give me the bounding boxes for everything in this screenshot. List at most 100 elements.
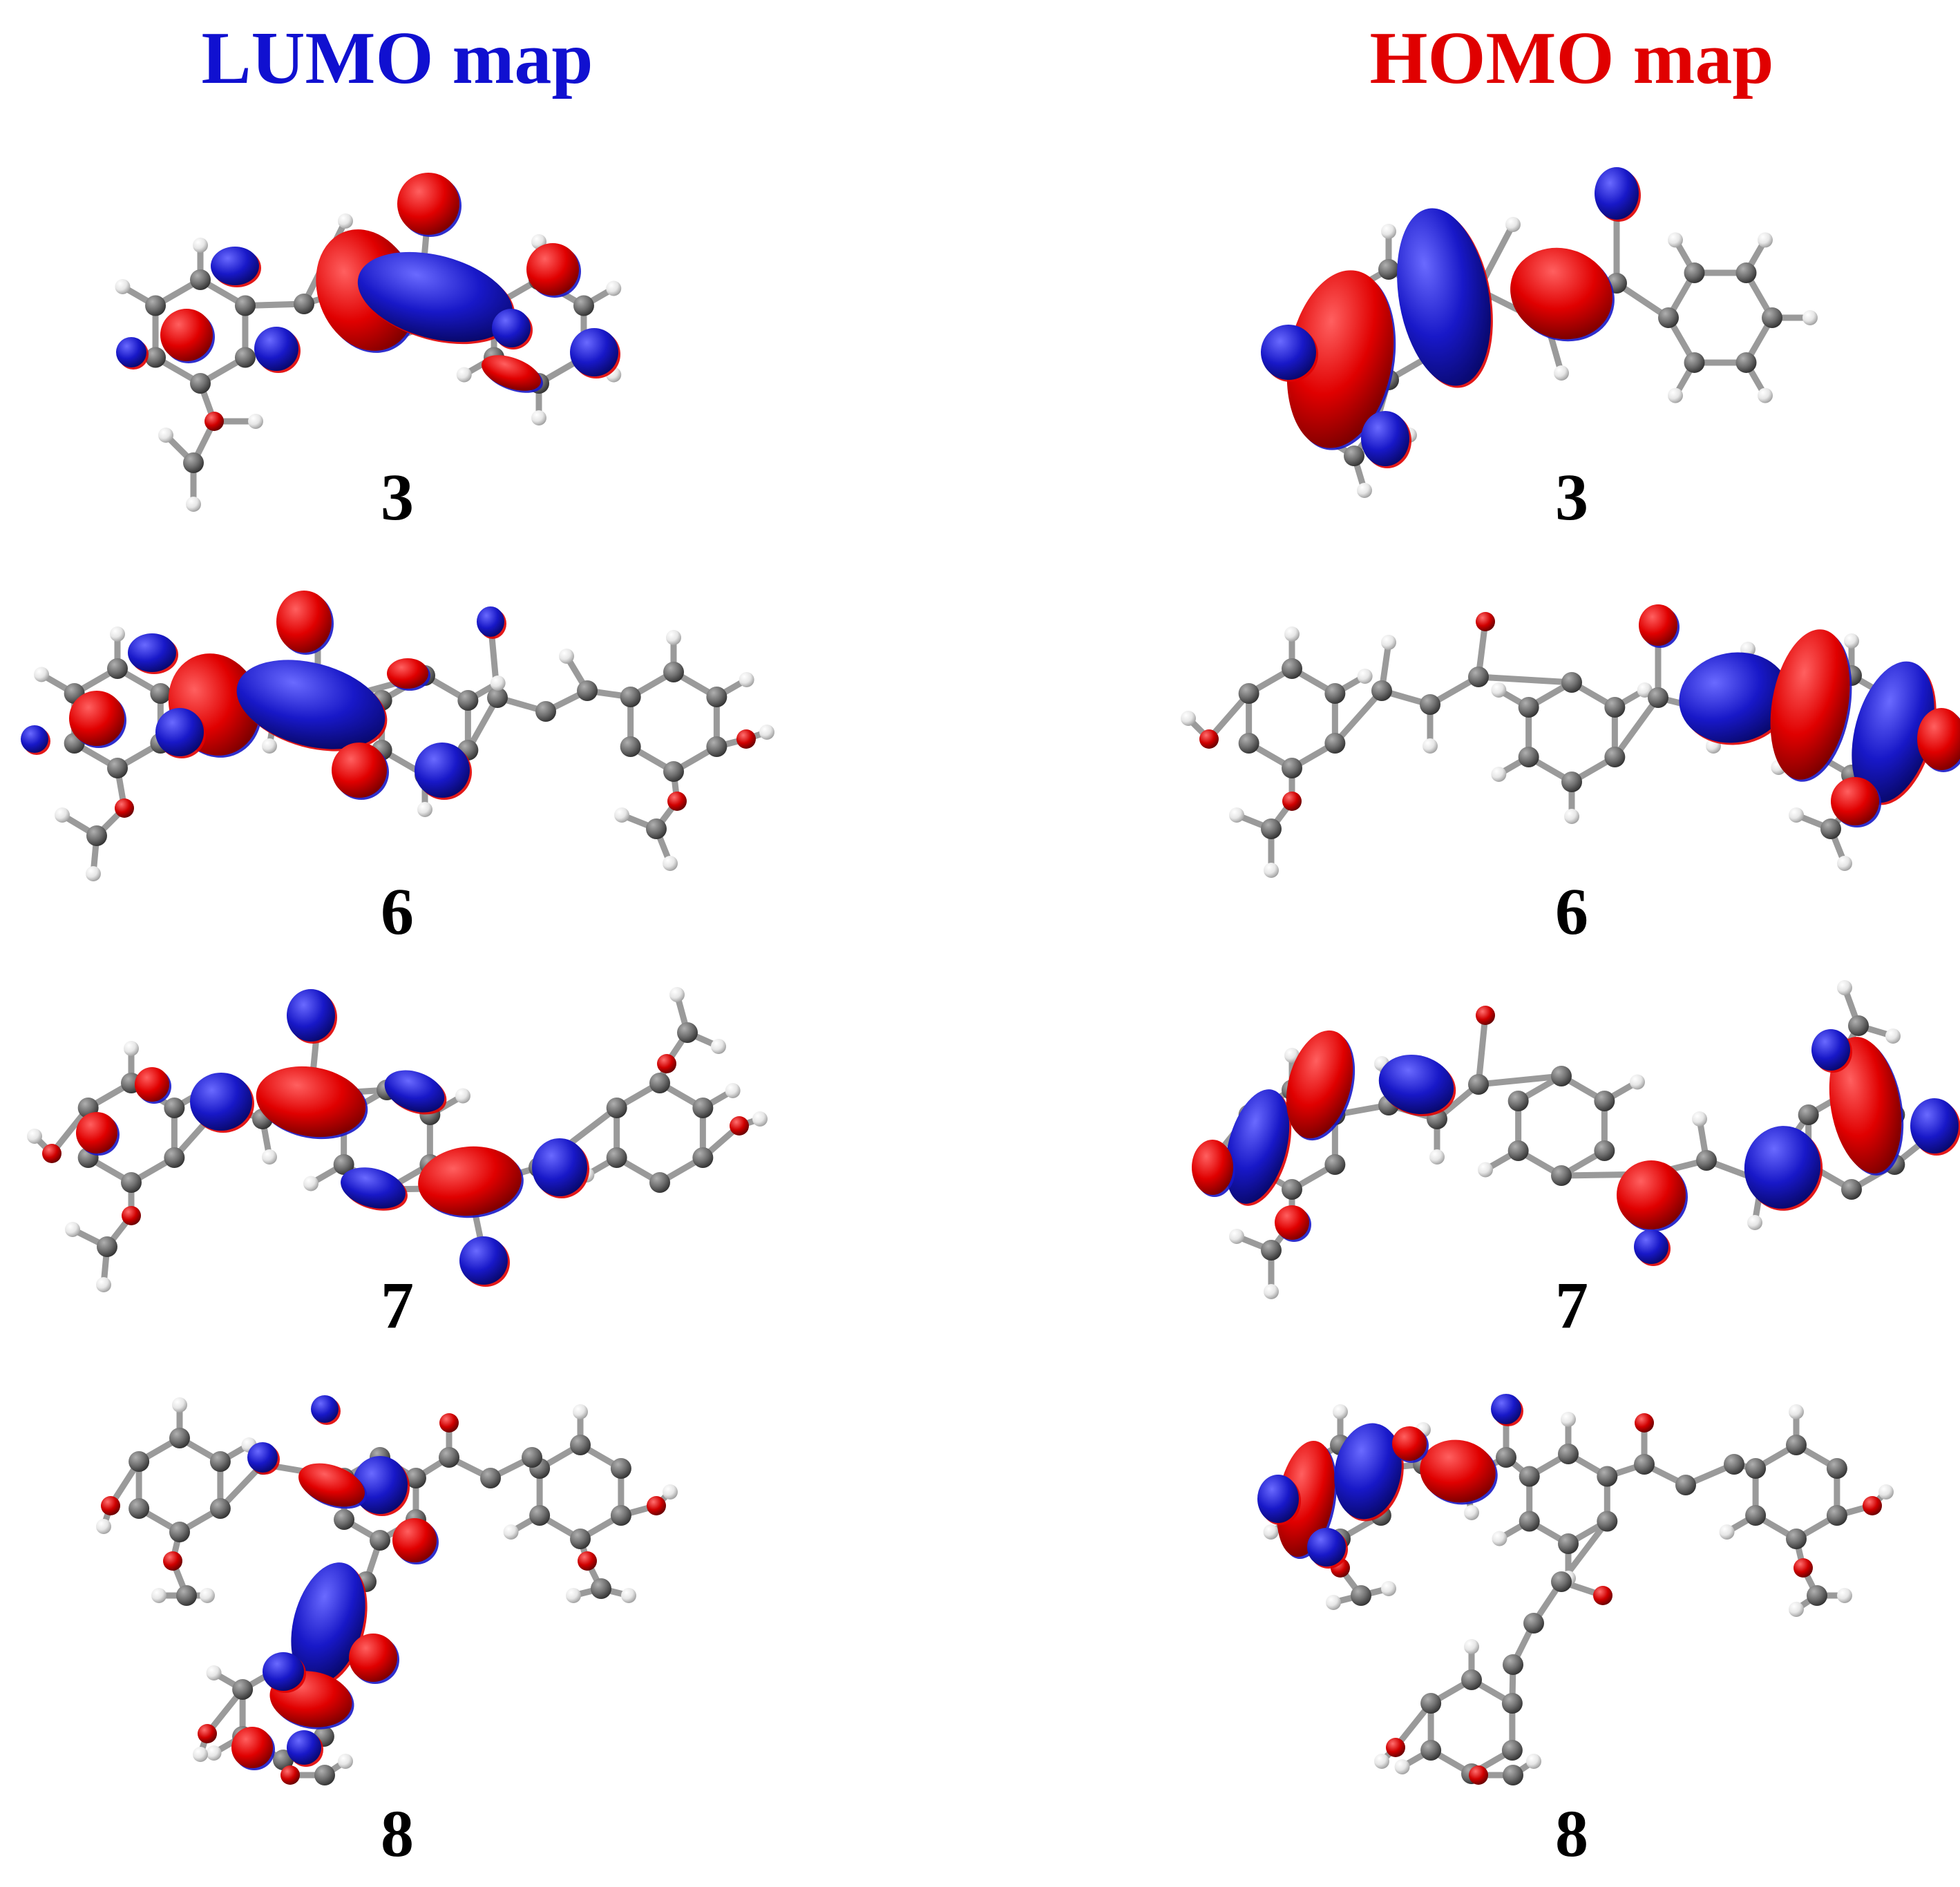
carbon-atom-icon bbox=[1848, 1015, 1869, 1036]
carbon-atom-icon bbox=[1519, 1511, 1540, 1532]
orbital-lobe-icon bbox=[1744, 1126, 1821, 1209]
hydrogen-atom-icon bbox=[503, 1524, 519, 1540]
hydrogen-atom-icon bbox=[1505, 217, 1521, 232]
carbon-atom-icon bbox=[1826, 1458, 1847, 1479]
hydrogen-atom-icon bbox=[1789, 1602, 1804, 1617]
orbital-lobe-icon bbox=[384, 1070, 445, 1113]
hydrogen-atom-icon bbox=[1837, 856, 1852, 871]
carbon-atom-icon bbox=[121, 1172, 142, 1193]
hydrogen-atom-icon bbox=[1478, 1162, 1494, 1178]
hydrogen-atom-icon bbox=[1719, 1524, 1735, 1540]
hydrogen-atom-icon bbox=[490, 676, 506, 691]
oxygen-atom-icon bbox=[122, 1206, 141, 1225]
orbital-lobe-icon bbox=[116, 337, 146, 367]
carbon-atom-icon bbox=[97, 1236, 117, 1257]
carbon-atom-icon bbox=[145, 295, 166, 316]
oxygen-atom-icon bbox=[1476, 612, 1495, 631]
orbital-lobe-icon bbox=[135, 1067, 169, 1102]
oxygen-atom-icon bbox=[657, 1054, 676, 1073]
hydrogen-atom-icon bbox=[1381, 1581, 1396, 1596]
carbon-atom-icon bbox=[176, 1585, 197, 1606]
carbon-atom-icon bbox=[1558, 1444, 1579, 1464]
carbon-atom-icon bbox=[706, 687, 727, 707]
carbon-atom-icon bbox=[1501, 1693, 1523, 1714]
orbital-lobe-icon bbox=[1225, 1089, 1290, 1204]
orbital-lobe-icon bbox=[1811, 1029, 1850, 1071]
orbital-lobe-icon bbox=[1286, 1030, 1353, 1139]
carbon-atom-icon bbox=[1841, 1179, 1862, 1200]
carbon-atom-icon bbox=[1648, 687, 1668, 708]
carbon-atom-icon bbox=[1684, 262, 1705, 284]
orbital-lobe-icon bbox=[190, 1073, 252, 1131]
carbon-atom-icon bbox=[1324, 1154, 1346, 1175]
carbon-atom-icon bbox=[1420, 1740, 1442, 1761]
carbon-atom-icon bbox=[706, 736, 727, 757]
orbital-lobe-icon bbox=[532, 1138, 587, 1196]
oxygen-atom-icon bbox=[1199, 729, 1219, 749]
oxygen-atom-icon bbox=[1469, 1765, 1488, 1785]
homo-molecule-3 bbox=[1261, 167, 1818, 498]
carbon-atom-icon bbox=[570, 1435, 591, 1455]
hydrogen-atom-icon bbox=[1747, 1215, 1762, 1230]
orbital-lobe-icon bbox=[1595, 167, 1639, 220]
carbon-atom-icon bbox=[1762, 307, 1782, 328]
carbon-atom-icon bbox=[1745, 1505, 1767, 1526]
carbon-atom-icon bbox=[1420, 694, 1440, 715]
oxygen-atom-icon bbox=[280, 1765, 300, 1785]
oxygen-atom-icon bbox=[736, 729, 756, 749]
carbon-atom-icon bbox=[1371, 680, 1392, 701]
carbon-atom-icon bbox=[1503, 1765, 1523, 1785]
hydrogen-atom-icon bbox=[206, 1665, 222, 1680]
carbon-atom-icon bbox=[1604, 697, 1626, 718]
oxygen-atom-icon bbox=[1282, 792, 1302, 811]
orbital-lobes-group bbox=[116, 173, 620, 393]
hydrogen-atom-icon bbox=[725, 1083, 741, 1098]
hydrogen-atom-icon bbox=[1837, 980, 1852, 995]
carbon-atom-icon bbox=[209, 1451, 231, 1472]
hydrogen-atom-icon bbox=[759, 725, 774, 740]
hydrogen-atom-icon bbox=[663, 856, 678, 871]
hydrogen-atom-icon bbox=[193, 1747, 208, 1762]
hydrogen-atom-icon bbox=[566, 1588, 581, 1603]
carbon-atom-icon bbox=[1261, 1240, 1282, 1261]
orbital-lobes-group bbox=[1257, 1394, 1523, 1569]
carbon-atom-icon bbox=[145, 347, 166, 368]
carbon-atom-icon bbox=[294, 294, 314, 314]
orbital-lobes-group bbox=[1261, 167, 1641, 468]
atoms-group bbox=[27, 987, 768, 1292]
hydrogen-atom-icon bbox=[614, 807, 629, 823]
homo-molecule-6 bbox=[1181, 604, 1960, 878]
carbon-atom-icon bbox=[1675, 1475, 1696, 1495]
lumo-molecule-8 bbox=[96, 1395, 678, 1785]
carbon-atom-icon bbox=[1518, 697, 1539, 718]
hydrogen-atom-icon bbox=[1554, 365, 1569, 381]
carbon-atom-icon bbox=[570, 1529, 591, 1549]
hydrogen-atom-icon bbox=[172, 1397, 187, 1412]
carbon-atom-icon bbox=[1604, 747, 1626, 767]
hydrogen-atom-icon bbox=[186, 497, 201, 512]
orbital-lobe-icon bbox=[387, 658, 428, 689]
hydrogen-atom-icon bbox=[96, 1519, 111, 1534]
orbital-lobe-icon bbox=[477, 606, 504, 637]
carbon-atom-icon bbox=[370, 1530, 390, 1551]
carbon-atom-icon bbox=[333, 1154, 354, 1175]
orbital-lobe-icon bbox=[526, 243, 579, 296]
carbon-atom-icon bbox=[1523, 1613, 1544, 1634]
orbital-lobe-icon bbox=[570, 328, 618, 376]
carbon-atom-icon bbox=[1496, 1447, 1516, 1468]
hydrogen-atom-icon bbox=[338, 213, 353, 229]
homo-label-6: 6 bbox=[1555, 874, 1588, 948]
hydrogen-atom-icon bbox=[1844, 633, 1859, 649]
carbon-atom-icon bbox=[1501, 1740, 1523, 1761]
carbon-atom-icon bbox=[457, 690, 479, 711]
hydrogen-atom-icon bbox=[1561, 1412, 1576, 1427]
carbon-atom-icon bbox=[1282, 758, 1302, 778]
hydrogen-atom-icon bbox=[1429, 1149, 1445, 1165]
orbital-lobe-icon bbox=[1852, 661, 1934, 803]
oxygen-atom-icon bbox=[204, 412, 224, 431]
orbital-lobe-icon bbox=[1617, 1160, 1686, 1229]
bond bbox=[1611, 694, 1662, 760]
carbon-atom-icon bbox=[1594, 1140, 1615, 1161]
lumo-label-7: 7 bbox=[381, 1268, 414, 1342]
